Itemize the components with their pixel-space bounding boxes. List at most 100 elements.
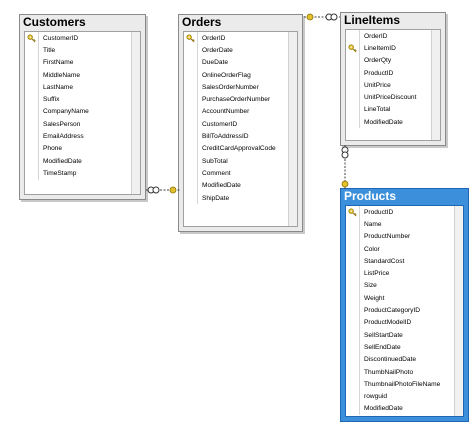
table-title[interactable]: Orders bbox=[182, 15, 222, 29]
row-selector[interactable] bbox=[184, 130, 198, 143]
column-row[interactable]: ModifiedDate bbox=[184, 179, 297, 192]
relationship-lineitems-products[interactable] bbox=[338, 144, 352, 190]
column-row[interactable]: CreditCardApprovalCode bbox=[184, 142, 297, 155]
row-selector[interactable] bbox=[346, 378, 360, 391]
column-row[interactable]: Name bbox=[346, 218, 463, 231]
row-selector[interactable] bbox=[184, 32, 198, 45]
column-row[interactable]: ShipDate bbox=[184, 191, 297, 205]
row-selector[interactable] bbox=[184, 93, 198, 106]
row-selector[interactable] bbox=[346, 255, 360, 268]
column-row[interactable]: ThumbNailPhoto bbox=[346, 365, 463, 379]
column-row[interactable]: LineItemID bbox=[346, 42, 440, 55]
scrollbar[interactable] bbox=[288, 32, 297, 226]
column-row[interactable]: OrderID bbox=[184, 32, 297, 45]
column-row[interactable]: EmailAddress bbox=[25, 130, 140, 143]
column-row[interactable]: ProductID bbox=[346, 206, 463, 219]
row-selector[interactable] bbox=[346, 402, 360, 416]
column-row[interactable]: DueDate bbox=[184, 56, 297, 69]
row-selector[interactable] bbox=[346, 218, 360, 231]
row-selector[interactable] bbox=[346, 54, 360, 67]
row-selector[interactable] bbox=[25, 154, 39, 168]
column-row[interactable]: ListPrice bbox=[346, 267, 463, 280]
column-row[interactable]: Size bbox=[346, 279, 463, 293]
column-row[interactable]: ModifiedDate bbox=[25, 154, 140, 168]
column-row[interactable]: ModifiedDate bbox=[346, 116, 440, 129]
column-row[interactable]: CustomerID bbox=[184, 118, 297, 131]
row-selector[interactable] bbox=[184, 179, 198, 192]
column-row[interactable]: SubTotal bbox=[184, 154, 297, 168]
column-row[interactable]: Color bbox=[346, 242, 463, 256]
table-title[interactable]: LineItems bbox=[344, 13, 401, 27]
row-selector[interactable] bbox=[25, 56, 39, 69]
relationship-orders-lineitems[interactable] bbox=[302, 10, 342, 24]
row-selector[interactable] bbox=[184, 68, 198, 82]
row-selector[interactable] bbox=[184, 167, 198, 180]
row-selector[interactable] bbox=[346, 267, 360, 280]
row-selector[interactable] bbox=[346, 206, 360, 219]
column-row[interactable]: ProductCategoryID bbox=[346, 304, 463, 317]
column-row[interactable]: OrderID bbox=[346, 30, 440, 43]
row-selector[interactable] bbox=[184, 118, 198, 131]
column-row[interactable]: SellEndDate bbox=[346, 341, 463, 354]
row-selector[interactable] bbox=[184, 44, 198, 57]
row-selector[interactable] bbox=[25, 93, 39, 106]
row-selector[interactable] bbox=[346, 316, 360, 329]
column-row[interactable]: SalesOrderNumber bbox=[184, 81, 297, 94]
column-row[interactable]: OrderQty bbox=[346, 54, 440, 67]
column-row[interactable]: SalesPerson bbox=[25, 118, 140, 131]
column-row[interactable]: OnlineOrderFlag bbox=[184, 68, 297, 82]
column-row[interactable]: StandardCost bbox=[346, 255, 463, 268]
row-selector[interactable] bbox=[346, 91, 360, 104]
column-row[interactable]: OrderDate bbox=[184, 44, 297, 57]
row-selector[interactable] bbox=[25, 142, 39, 155]
row-selector[interactable] bbox=[25, 167, 39, 180]
scrollbar[interactable] bbox=[131, 32, 140, 194]
column-row[interactable]: TimeStamp bbox=[25, 167, 140, 180]
row-selector[interactable] bbox=[346, 304, 360, 317]
column-row[interactable]: CompanyName bbox=[25, 105, 140, 119]
row-selector[interactable] bbox=[346, 353, 360, 366]
column-row[interactable]: LineTotal bbox=[346, 103, 440, 117]
row-selector[interactable] bbox=[346, 328, 360, 342]
row-selector[interactable] bbox=[346, 365, 360, 379]
column-row[interactable]: Title bbox=[25, 44, 140, 57]
row-selector[interactable] bbox=[184, 105, 198, 119]
table-title[interactable]: Customers bbox=[23, 15, 86, 29]
column-row[interactable]: ProductNumber bbox=[346, 230, 463, 243]
row-selector[interactable] bbox=[184, 154, 198, 168]
row-selector[interactable] bbox=[25, 118, 39, 131]
row-selector[interactable] bbox=[346, 66, 360, 80]
column-row[interactable]: UnitPrice bbox=[346, 79, 440, 92]
row-selector[interactable] bbox=[25, 105, 39, 119]
row-selector[interactable] bbox=[346, 116, 360, 129]
row-selector[interactable] bbox=[184, 142, 198, 155]
column-row[interactable]: FirstName bbox=[25, 56, 140, 69]
column-row[interactable]: ModifiedDate bbox=[346, 402, 463, 416]
column-row[interactable]: CustomerID bbox=[25, 32, 140, 45]
column-row[interactable]: MiddleName bbox=[25, 68, 140, 82]
row-selector[interactable] bbox=[346, 30, 360, 43]
row-selector[interactable] bbox=[346, 42, 360, 55]
column-row[interactable]: SellStartDate bbox=[346, 328, 463, 342]
row-selector[interactable] bbox=[346, 390, 360, 403]
row-selector[interactable] bbox=[184, 81, 198, 94]
column-row[interactable]: PurchaseOrderNumber bbox=[184, 93, 297, 106]
row-selector[interactable] bbox=[25, 32, 39, 45]
row-selector[interactable] bbox=[25, 44, 39, 57]
column-row[interactable]: Phone bbox=[25, 142, 140, 155]
column-row[interactable]: Comment bbox=[184, 167, 297, 180]
column-row[interactable]: ProductModelID bbox=[346, 316, 463, 329]
column-row[interactable]: rowguid bbox=[346, 390, 463, 403]
row-selector[interactable] bbox=[346, 341, 360, 354]
row-selector[interactable] bbox=[184, 191, 198, 205]
column-row[interactable]: Weight bbox=[346, 292, 463, 305]
column-row[interactable]: BillToAddressID bbox=[184, 130, 297, 143]
scrollbar[interactable] bbox=[431, 30, 440, 140]
column-row[interactable]: Suffix bbox=[25, 93, 140, 106]
row-selector[interactable] bbox=[346, 279, 360, 293]
row-selector[interactable] bbox=[346, 242, 360, 256]
